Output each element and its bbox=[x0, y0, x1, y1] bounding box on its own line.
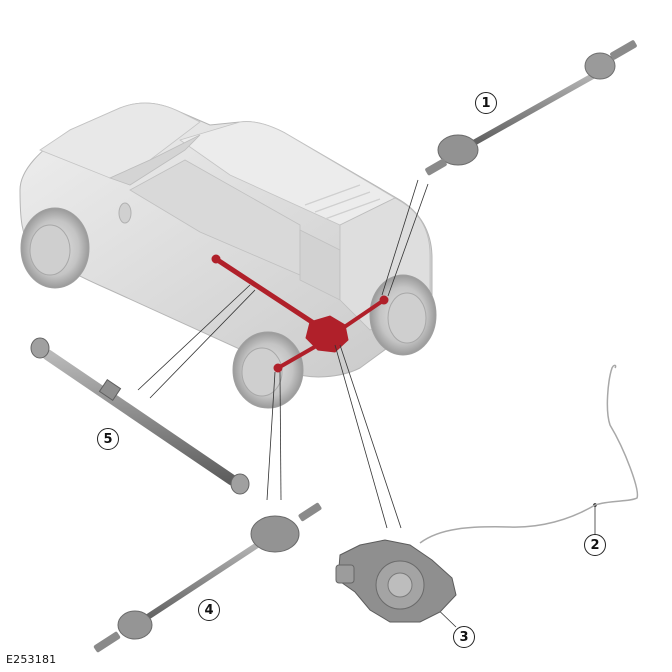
callout-3-label: 3 bbox=[459, 629, 469, 645]
part-1-halfshaft bbox=[425, 40, 637, 176]
part-2-breather-tube bbox=[419, 364, 639, 544]
vehicle-illustration bbox=[19, 102, 437, 409]
callout-5[interactable]: 5 bbox=[97, 428, 119, 450]
callout-3[interactable]: 3 bbox=[453, 626, 475, 648]
figure-reference-id: E253181 bbox=[6, 653, 57, 666]
callout-4[interactable]: 4 bbox=[198, 599, 220, 621]
callout-2[interactable]: 2 bbox=[584, 534, 606, 556]
callout-5-label: 5 bbox=[103, 431, 113, 447]
part-4-halfshaft bbox=[93, 502, 322, 653]
part-3-differential bbox=[335, 539, 457, 623]
highlighted-driveline bbox=[211, 254, 389, 373]
rear-spare-wheel bbox=[369, 274, 437, 356]
rear-left-wheel bbox=[232, 331, 304, 409]
callout-1[interactable]: 1 bbox=[475, 92, 497, 114]
part-5-propshaft bbox=[30, 337, 250, 495]
front-wheel bbox=[20, 207, 90, 289]
callout-4-label: 4 bbox=[204, 602, 214, 618]
callout-2-label: 2 bbox=[590, 537, 600, 553]
callout-1-label: 1 bbox=[481, 95, 491, 111]
